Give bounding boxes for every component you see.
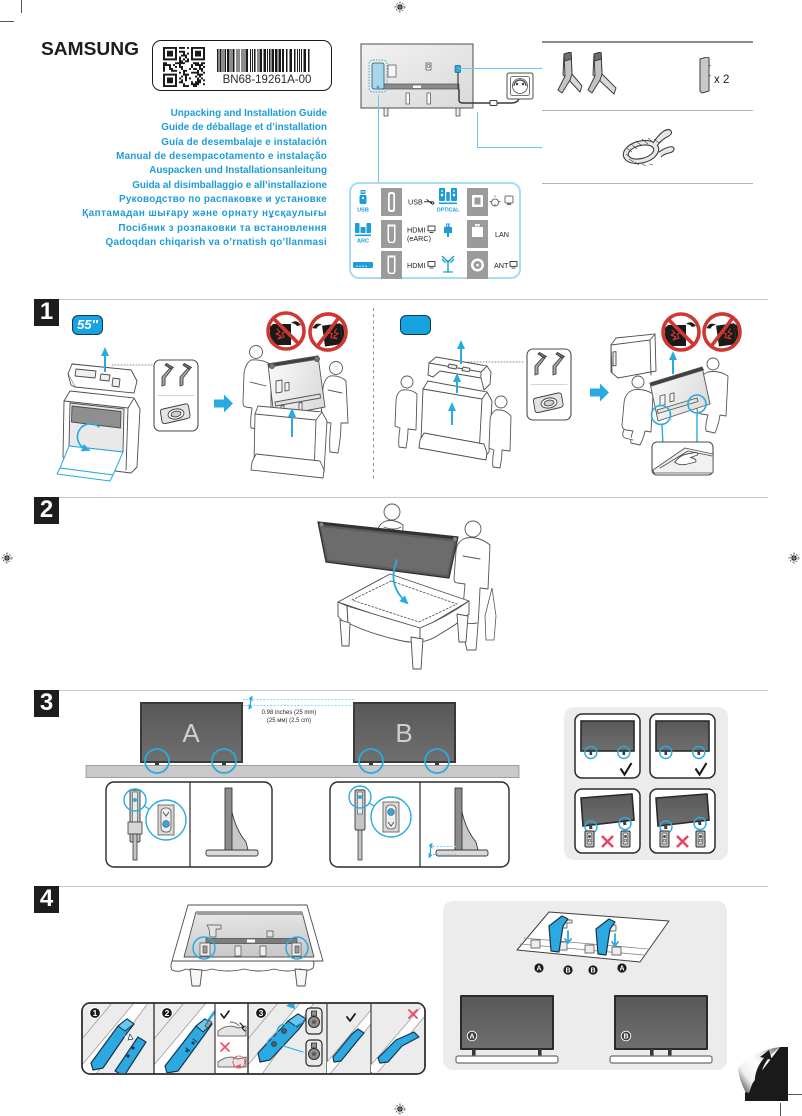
- svg-text:A: A: [536, 966, 541, 973]
- svg-text:A: A: [182, 718, 200, 748]
- svg-text:1: 1: [93, 1008, 98, 1018]
- svg-text:B: B: [395, 718, 412, 748]
- svg-text:USB: USB: [408, 198, 423, 207]
- svg-text:ARC: ARC: [357, 239, 369, 245]
- svg-text:B: B: [623, 1034, 628, 1041]
- svg-text:0.98 inches (25 mm): 0.98 inches (25 mm): [262, 710, 317, 716]
- svg-text:(25 мм) (2.5 cm): (25 мм) (2.5 cm): [267, 718, 311, 724]
- svg-text:B: B: [565, 968, 570, 975]
- svg-text:3: 3: [259, 1008, 264, 1018]
- svg-text:HDMI: HDMI: [407, 226, 425, 235]
- svg-text:OPTICAL: OPTICAL: [437, 208, 461, 214]
- svg-text:A: A: [619, 966, 624, 973]
- svg-text:LAN: LAN: [495, 230, 509, 239]
- svg-text:2: 2: [165, 1008, 170, 1018]
- svg-text:A: A: [469, 1034, 474, 1041]
- svg-text:(eARC): (eARC): [407, 234, 431, 243]
- svg-text:SAMSUNG: SAMSUNG: [41, 39, 139, 59]
- svg-text:B: B: [590, 968, 595, 975]
- svg-text:USB: USB: [357, 208, 369, 214]
- svg-text:ANT: ANT: [494, 261, 509, 270]
- svg-text:HDMI: HDMI: [407, 261, 425, 270]
